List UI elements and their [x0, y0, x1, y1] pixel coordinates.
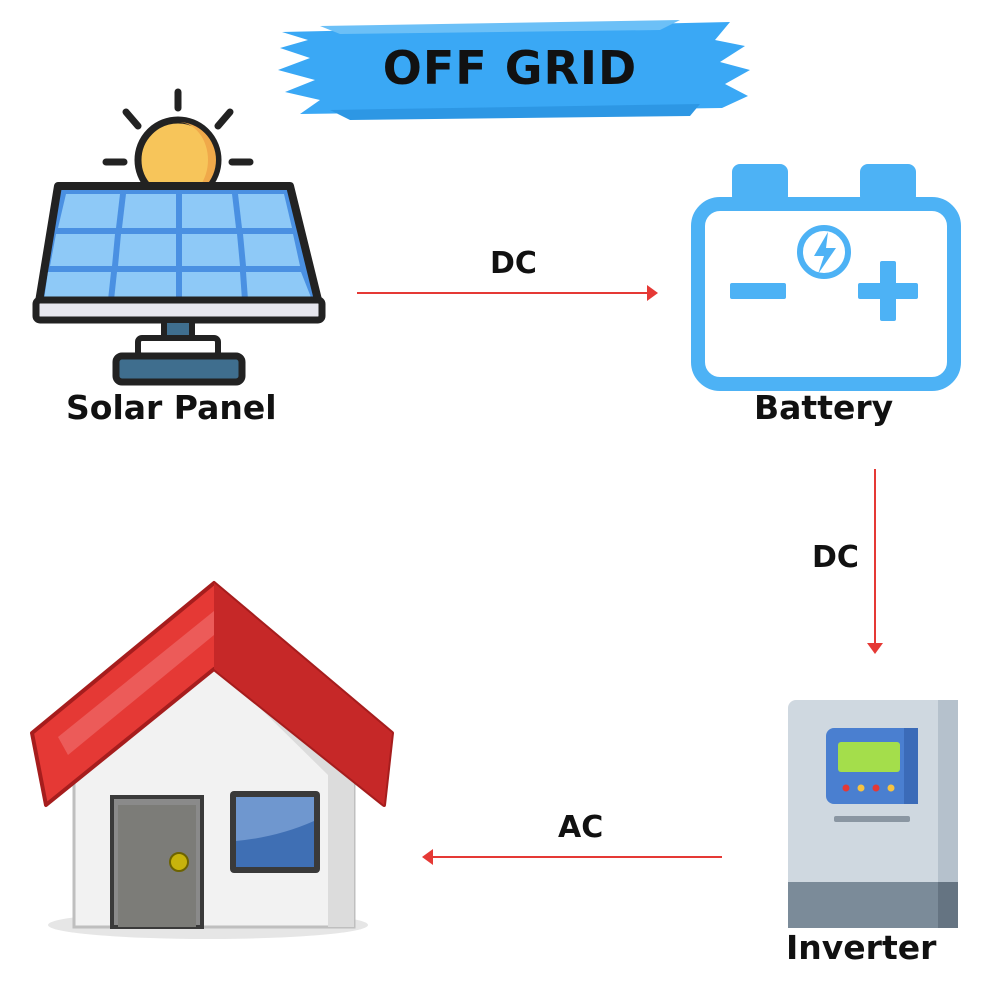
arrow-solar-to-battery — [357, 285, 658, 301]
solar-panel-label: Solar Panel — [66, 388, 277, 427]
page-title: OFF GRID — [382, 40, 638, 95]
inverter-label: Inverter — [786, 928, 937, 967]
house-icon — [30, 581, 394, 939]
battery-icon — [691, 164, 961, 391]
title-banner: OFF GRID — [260, 10, 760, 125]
brush-stroke-icon — [278, 20, 750, 120]
arrow-inverter-to-house — [422, 849, 722, 865]
connection-label-ac: AC — [558, 810, 604, 845]
battery-label: Battery — [754, 388, 894, 427]
arrow-battery-to-inverter — [867, 469, 883, 654]
connection-label-dc-2: DC — [812, 540, 859, 575]
connection-label-dc-1: DC — [490, 246, 537, 281]
inverter-icon — [788, 700, 958, 928]
solar-panel-icon — [32, 88, 326, 386]
